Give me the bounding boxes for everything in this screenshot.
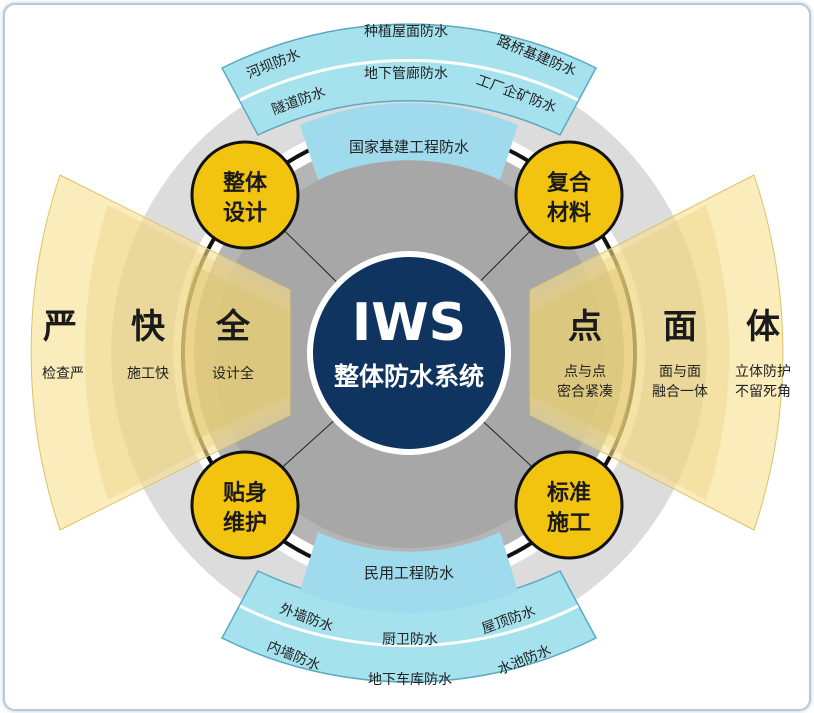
right-big-char: 体 bbox=[746, 307, 780, 347]
left-big-char: 快 bbox=[131, 307, 166, 347]
left-fan-band-3 bbox=[181, 265, 290, 440]
node-close-maintenance: 贴身 维护 bbox=[190, 450, 300, 560]
top-panel bbox=[220, 23, 598, 136]
center-title: IWS bbox=[352, 293, 466, 353]
right-small-text: 立体防护 bbox=[735, 364, 791, 380]
node-composite-material: 复合 材料 bbox=[514, 140, 624, 250]
right-fan-band-3 bbox=[530, 265, 634, 440]
right-big-char: 面 bbox=[663, 307, 697, 347]
left-fan bbox=[30, 174, 291, 531]
left-big-char: 全 bbox=[215, 307, 251, 347]
node-overall-design: 整体 设计 bbox=[190, 140, 300, 250]
right-big-char: 点 bbox=[568, 307, 602, 347]
top-panel-divider bbox=[239, 58, 579, 102]
node-label: 材料 bbox=[547, 201, 591, 226]
right-small-text: 面与面 bbox=[659, 364, 701, 380]
left-big-char: 严 bbox=[43, 307, 77, 347]
bottom-band-label: 民用工程防水 bbox=[364, 564, 454, 582]
bottom-item: 地下车库防水 bbox=[368, 671, 452, 688]
node-label: 复合 bbox=[546, 170, 592, 196]
node-label: 施工 bbox=[547, 510, 591, 536]
right-small-text: 点与点 bbox=[564, 364, 606, 380]
bottom-item: 厨卫防水 bbox=[382, 632, 438, 648]
node-label: 设计 bbox=[223, 201, 267, 226]
left-small-text: 施工快 bbox=[127, 366, 169, 382]
left-fan-band-2 bbox=[84, 205, 290, 500]
center-subtitle: 整体防水系统 bbox=[334, 362, 484, 391]
top-item: 种植屋面防水 bbox=[364, 24, 448, 40]
bottom-band bbox=[300, 532, 518, 614]
node-label: 维护 bbox=[223, 510, 267, 536]
right-fan-band-2 bbox=[530, 205, 730, 500]
top-band bbox=[300, 102, 518, 180]
bottom-panel-divider bbox=[239, 604, 579, 648]
right-small-text: 融合一体 bbox=[652, 384, 708, 400]
node-standard-construction: 标准 施工 bbox=[514, 450, 624, 560]
center-disc bbox=[313, 257, 505, 449]
right-fan bbox=[529, 174, 784, 531]
top-band-label: 国家基建工程防水 bbox=[349, 138, 469, 156]
left-small-text: 检查严 bbox=[42, 366, 84, 382]
right-small-text: 不留死角 bbox=[735, 384, 791, 400]
right-small-text: 密合紧凑 bbox=[557, 383, 613, 400]
left-small-text: 设计全 bbox=[212, 365, 254, 382]
top-item: 地下管廊防水 bbox=[364, 65, 448, 82]
node-label: 标准 bbox=[547, 480, 591, 506]
node-label: 贴身 bbox=[223, 480, 267, 506]
node-label: 整体 bbox=[223, 170, 268, 196]
